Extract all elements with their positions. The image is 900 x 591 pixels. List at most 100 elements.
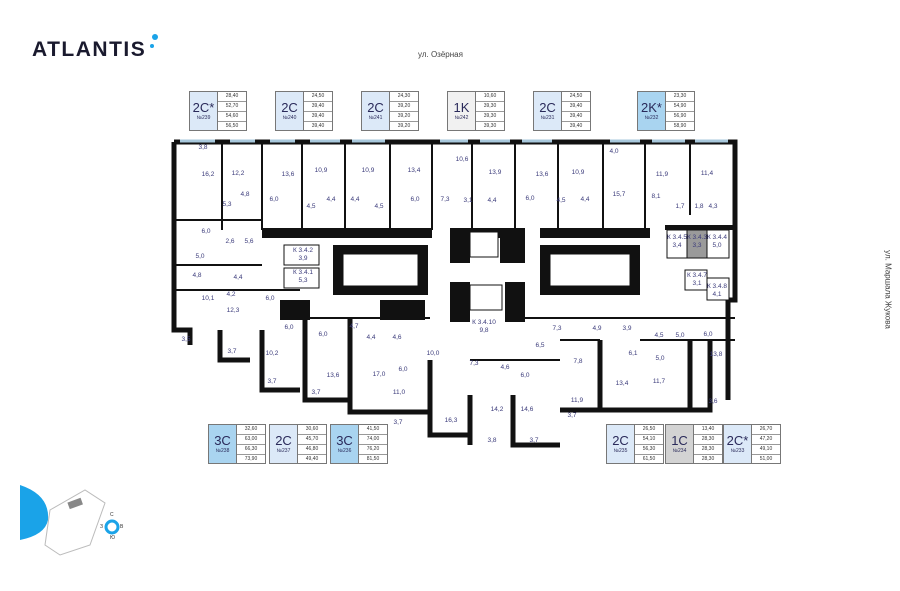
area-value: 73,90 xyxy=(244,456,258,462)
room-area-label: 12,2 xyxy=(231,170,245,177)
storage-area: 5,0 xyxy=(712,242,722,249)
area-value: 26,50 xyxy=(635,425,663,435)
room-area-label: 3,7 xyxy=(227,348,237,355)
room-area-label: 10,9 xyxy=(571,169,585,176)
area-value: 61,50 xyxy=(642,456,656,462)
apartment-number: №232 xyxy=(644,115,659,121)
area-value: 32,60 xyxy=(237,425,265,435)
area-value: 54,90 xyxy=(666,102,694,112)
area-value: 24,50 xyxy=(304,92,332,102)
apartment-number: №242 xyxy=(454,115,469,121)
room-area-label: 5,3 xyxy=(222,201,232,208)
water-area xyxy=(20,485,49,540)
area-value: 51,00 xyxy=(759,456,773,462)
storage-label: К 3.4.3 xyxy=(686,234,708,241)
area-value: 54,60 xyxy=(218,112,246,122)
area-value: 63,00 xyxy=(237,435,265,445)
compass-west: З xyxy=(100,524,104,530)
area-value: 28,30 xyxy=(694,435,722,445)
room-area-label: 13,6 xyxy=(326,372,340,379)
storage-label: К 3.4.10 xyxy=(472,319,496,326)
room-area-label: 13,6 xyxy=(281,171,295,178)
area-value: 39,40 xyxy=(562,112,590,122)
room-area-label: 11,0 xyxy=(392,389,406,396)
room-area-label: 4,0 xyxy=(609,148,619,155)
room-area-label: 4,4 xyxy=(487,197,497,204)
room-area-label: 3,9 xyxy=(622,325,632,332)
area-value: 39,30 xyxy=(476,102,504,112)
apartment-number: №233 xyxy=(730,448,745,454)
apartment-number: №235 xyxy=(613,448,628,454)
room-area-label: 13,6 xyxy=(535,171,549,178)
room-area-label: 10,0 xyxy=(426,350,440,357)
room-area-label: 15,7 xyxy=(612,191,626,198)
room-area-label: 4,9 xyxy=(592,325,602,332)
room-area-label: 3,1 xyxy=(463,197,473,204)
area-value: 13,40 xyxy=(694,425,722,435)
apartment-code: 2C xyxy=(281,100,298,115)
room-area-label: 3,8 xyxy=(487,437,497,444)
apartment-number: №240 xyxy=(282,115,297,121)
room-area-label: 6,0 xyxy=(525,195,535,202)
apartment-code: 2C* xyxy=(726,433,749,448)
room-area-label: 7,8 xyxy=(573,358,583,365)
room-area-label: 10,9 xyxy=(314,167,328,174)
area-value: 39,20 xyxy=(397,123,411,129)
area-value: 26,70 xyxy=(752,425,780,435)
room-area-label: 4,4 xyxy=(233,274,243,281)
area-value: 46,80 xyxy=(298,445,326,455)
storage-area: 3,1 xyxy=(692,280,702,287)
room-area-label: 5,0 xyxy=(675,332,685,339)
room-area-label: 11,9 xyxy=(570,397,584,404)
room-area-label: 3,8 xyxy=(198,144,208,151)
room-area-label: 12,3 xyxy=(226,307,240,314)
apartment-code: 2C* xyxy=(192,100,215,115)
logo-dot xyxy=(150,44,154,48)
storage-area: 3,3 xyxy=(692,242,702,249)
storage-area: 5,3 xyxy=(298,277,308,284)
room-area-label: 6,0 xyxy=(398,366,408,373)
room-area-label: 10,1 xyxy=(201,295,215,302)
area-value: 39,40 xyxy=(311,123,325,129)
area-value: 74,00 xyxy=(359,435,387,445)
room-area-label: 5,6 xyxy=(244,238,254,245)
storage-area: 4,1 xyxy=(712,291,722,298)
area-value: 54,10 xyxy=(635,435,663,445)
room-area-label: 7,3 xyxy=(552,325,562,332)
storage-area: 3,4 xyxy=(672,242,682,249)
area-value: 66,30 xyxy=(237,445,265,455)
storage-area: 9,8 xyxy=(479,327,489,334)
area-value: 39,20 xyxy=(390,102,418,112)
area-value: 24,30 xyxy=(390,92,418,102)
area-value: 49,40 xyxy=(305,456,319,462)
area-value: 23,30 xyxy=(666,92,694,102)
area-value: 76,20 xyxy=(359,445,387,455)
room-area-label: 4,5 xyxy=(374,203,384,210)
